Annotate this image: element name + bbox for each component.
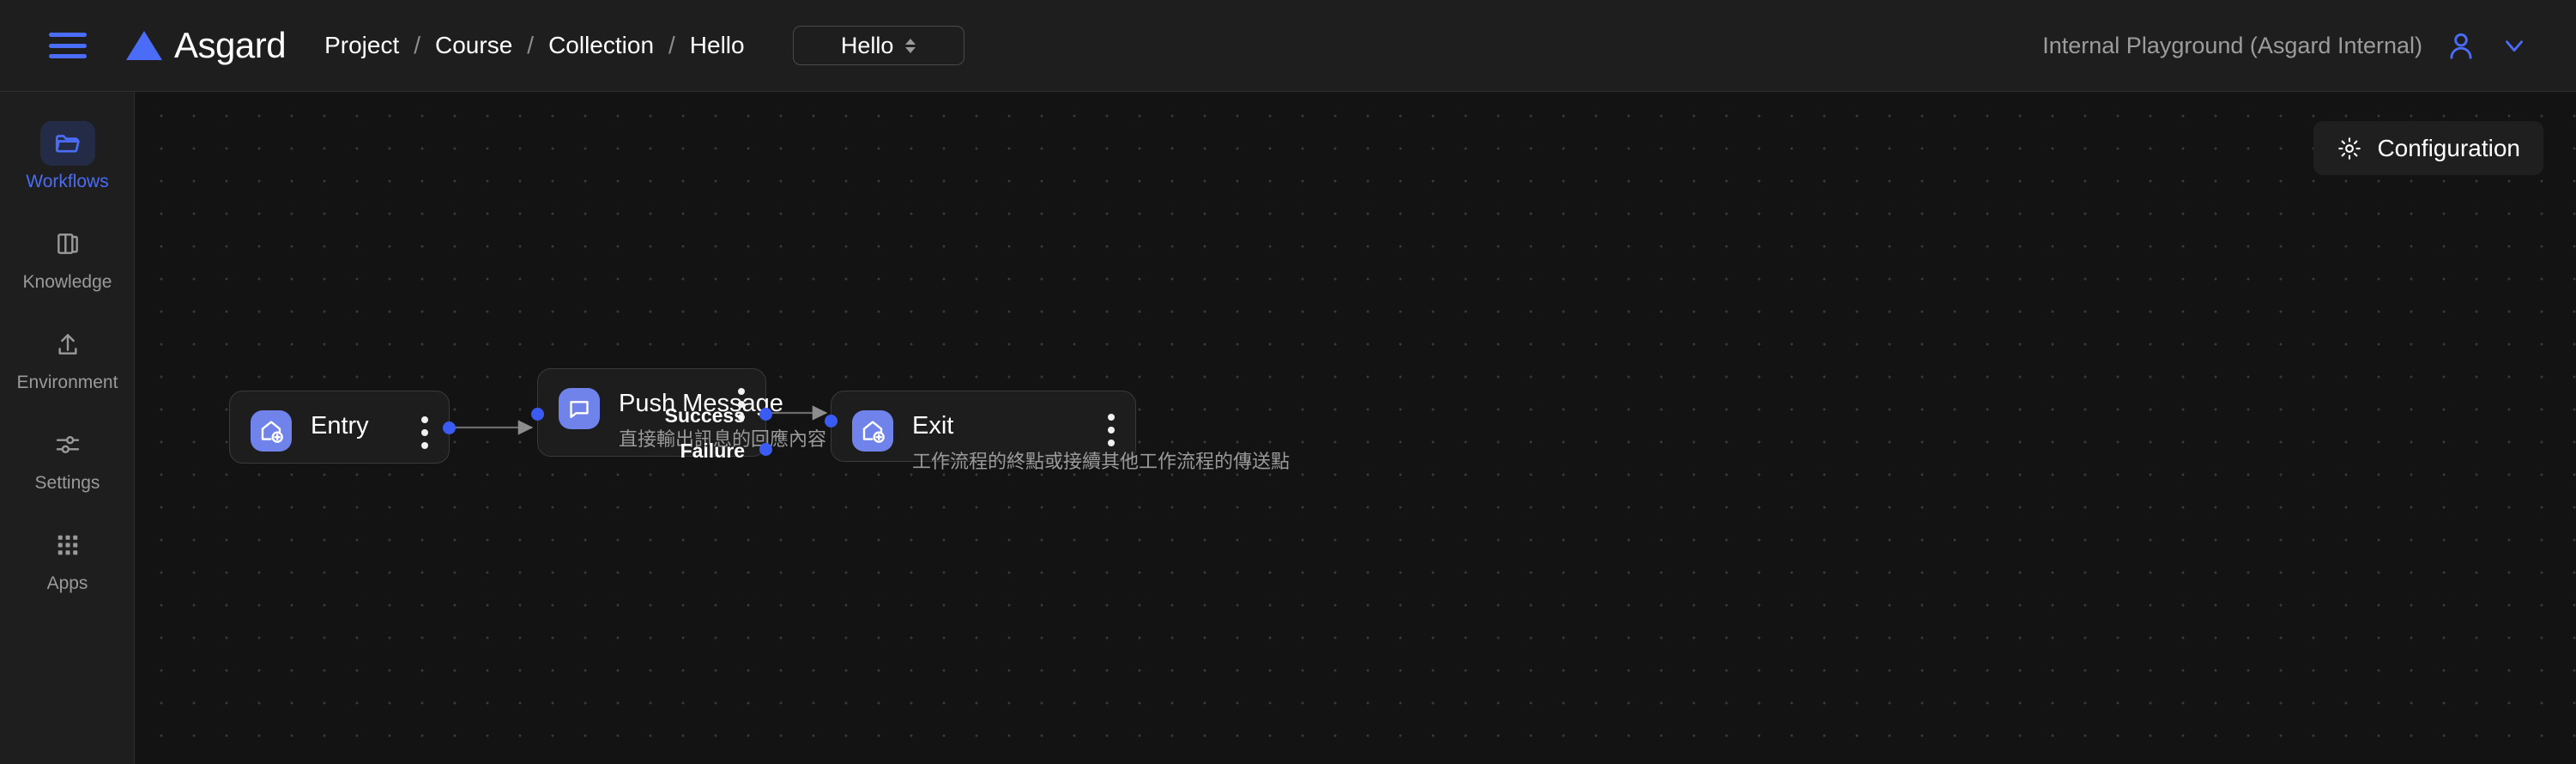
sidebar-label-settings: Settings — [34, 473, 100, 493]
node-output-label-success: Success — [664, 404, 745, 427]
workflow-selector-value: Hello — [840, 32, 894, 58]
node-subtitle-exit: 工作流程的終點或接續其他工作流程的傳送點 — [912, 451, 1291, 473]
sidebar-label-apps: Apps — [46, 573, 88, 593]
grid-dots-icon — [40, 523, 95, 567]
hamburger-icon[interactable] — [49, 33, 87, 58]
sidebar-item-workflows[interactable]: Workflows — [0, 112, 135, 203]
configuration-button[interactable]: Configuration — [2313, 121, 2543, 175]
folder-icon — [39, 121, 95, 166]
kebab-menu-icon[interactable] — [421, 416, 428, 449]
workflow-canvas[interactable]: Configuration Entry — [135, 92, 2576, 764]
node-output-label-failure: Failure — [680, 440, 745, 462]
sidebar: Workflows Knowledge Environment — [0, 92, 135, 764]
top-bar-right: Internal Playground (Asgard Internal) — [2042, 29, 2529, 62]
brand-name: Asgard — [174, 25, 287, 65]
node-title-entry: Entry — [311, 412, 369, 440]
home-plus-icon — [852, 410, 893, 452]
chat-bubble-icon — [559, 388, 600, 429]
node-title-push-message: Push Message — [619, 390, 783, 417]
node-output-port-failure[interactable] — [759, 443, 772, 456]
book-icon — [40, 221, 95, 266]
organization-name: Internal Playground (Asgard Internal) — [2042, 32, 2422, 58]
hamburger-bar — [49, 33, 87, 37]
workflow-selector[interactable]: Hello — [792, 26, 964, 65]
sidebar-label-knowledge: Knowledge — [22, 272, 112, 292]
brand-logo[interactable]: Asgard — [126, 25, 287, 66]
breadcrumb-separator: / — [668, 32, 675, 58]
upload-icon — [40, 322, 95, 367]
workflow-node-entry[interactable]: Entry — [229, 391, 456, 464]
configuration-label: Configuration — [2377, 134, 2520, 161]
node-output-port-entry[interactable] — [443, 421, 456, 434]
sidebar-label-workflows: Workflows — [26, 172, 109, 191]
triangle-logo-icon — [126, 31, 162, 60]
breadcrumb-separator: / — [527, 32, 535, 58]
sliders-icon — [40, 422, 95, 467]
workflow-edges — [454, 405, 828, 435]
up-down-chevron-icon — [905, 38, 916, 53]
breadcrumb-item-collection[interactable]: Collection — [548, 32, 655, 58]
kebab-menu-icon[interactable] — [1108, 414, 1115, 446]
chevron-down-icon[interactable] — [2500, 31, 2529, 60]
sidebar-item-apps[interactable]: Apps — [0, 514, 135, 604]
top-bar: Asgard Project / Course / Collection / H… — [0, 0, 2576, 92]
workflow-node-push-message[interactable]: Push Message 直接輸出訊息的回應內容 Success Failure — [531, 368, 826, 462]
breadcrumb-separator: / — [414, 32, 421, 58]
breadcrumb-item-course[interactable]: Course — [435, 32, 513, 58]
sidebar-label-environment: Environment — [16, 373, 118, 392]
node-output-port-success[interactable] — [759, 408, 772, 421]
user-avatar-icon[interactable] — [2445, 29, 2477, 62]
node-subtitle-push-message: 直接輸出訊息的回應內容 — [619, 428, 827, 451]
node-input-port-push-message[interactable] — [531, 408, 544, 421]
breadcrumb: Project / Course / Collection / Hello — [324, 32, 745, 59]
gear-icon — [2338, 136, 2361, 160]
hamburger-bar — [49, 54, 87, 58]
hamburger-bar — [49, 43, 87, 48]
breadcrumb-item-project[interactable]: Project — [324, 32, 400, 58]
home-plus-icon — [251, 410, 292, 452]
breadcrumb-item-hello[interactable]: Hello — [689, 32, 745, 58]
sidebar-item-knowledge[interactable]: Knowledge — [0, 213, 135, 303]
sidebar-item-settings[interactable]: Settings — [0, 414, 135, 504]
node-title-exit: Exit — [912, 412, 954, 440]
workflow-node-exit[interactable]: Exit 工作流程的終點或接續其他工作流程的傳送點 — [825, 391, 1290, 472]
kebab-menu-icon[interactable] — [738, 388, 745, 421]
sidebar-item-environment[interactable]: Environment — [0, 313, 135, 403]
node-input-port-exit[interactable] — [825, 415, 838, 427]
